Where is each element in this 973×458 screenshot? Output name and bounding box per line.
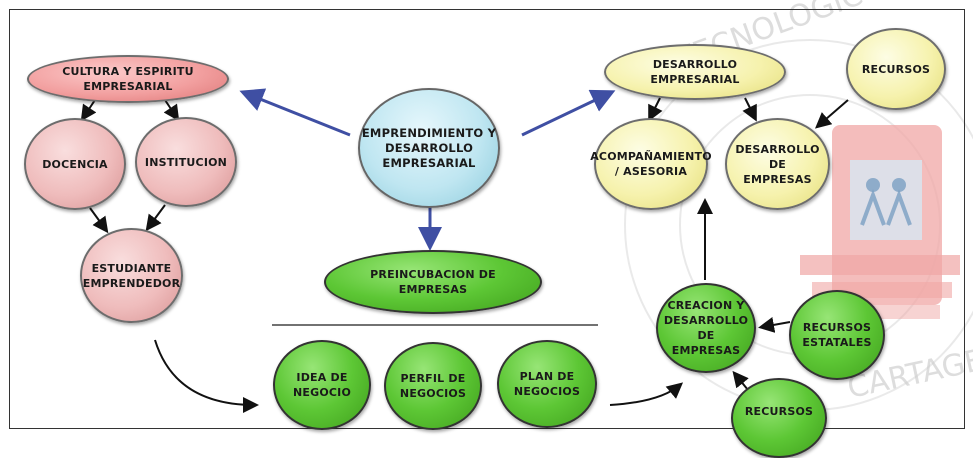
connectors	[80, 88, 849, 413]
arrow-estatales-to-creacion	[758, 317, 791, 333]
arrow-desarrollo-to-empresas	[742, 97, 757, 122]
desarrollo-empresarial-node: DESARROLLO EMPRESARIAL	[604, 44, 786, 100]
estudiante-emprendedor-node: ESTUDIANTE EMPRENDEDOR	[80, 228, 183, 323]
perfil-de-negocios-node: PERFIL DE NEGOCIOS	[384, 342, 482, 430]
recursos-estatales-node: RECURSOS ESTATALES	[789, 290, 885, 380]
arrow-center-to-desarrollo	[521, 89, 616, 137]
emprendimiento-desarrollo-node: EMPRENDIMIENTO Y DESARROLLO EMPRESARIAL	[358, 88, 500, 208]
arrow-cultura-to-docencia	[80, 99, 97, 122]
preincubacion-node: PREINCUBACION DE EMPRESAS	[324, 250, 542, 314]
arrow-plan-to-creacion	[609, 382, 684, 406]
watermark-shield-icon	[800, 125, 960, 319]
arrow-cultura-to-institucion	[163, 99, 180, 122]
creacion-desarrollo-node: CREACION Y DESARROLLO DE EMPRESAS	[656, 283, 756, 373]
desarrollo-de-empresas-node: DESARROLLO DE EMPRESAS	[725, 118, 830, 210]
acompanamiento-asesoria-node: ACOMPAÑAMIENTO / ASESORIA	[590, 118, 712, 210]
arrow-center-to-cultura	[239, 88, 351, 137]
institucion-node: INSTITUCION	[135, 117, 237, 207]
docencia-node: DOCENCIA	[24, 118, 126, 210]
recursos-bottom-node: RECURSOS	[731, 378, 827, 458]
diagram-canvas: TECNOLOGICO CARTAGENA CULTURA Y ESPIR	[9, 0, 973, 458]
cultura-empresarial-node: CULTURA Y ESPIRITU EMPRESARIAL	[27, 55, 229, 103]
arrow-docencia-to-estudiante	[89, 207, 109, 234]
recursos-node: RECURSOS	[846, 28, 946, 110]
arrow-recursos-to-empresas	[814, 99, 849, 129]
idea-de-negocio-node: IDEA DE NEGOCIO	[273, 340, 371, 430]
arrow-desarrollo-to-acompanamiento	[648, 97, 663, 122]
arrow-estudiante-to-idea	[154, 339, 259, 413]
arrow-institucion-to-estudiante	[145, 204, 166, 232]
plan-de-negocios-node: PLAN DE NEGOCIOS	[497, 340, 597, 428]
